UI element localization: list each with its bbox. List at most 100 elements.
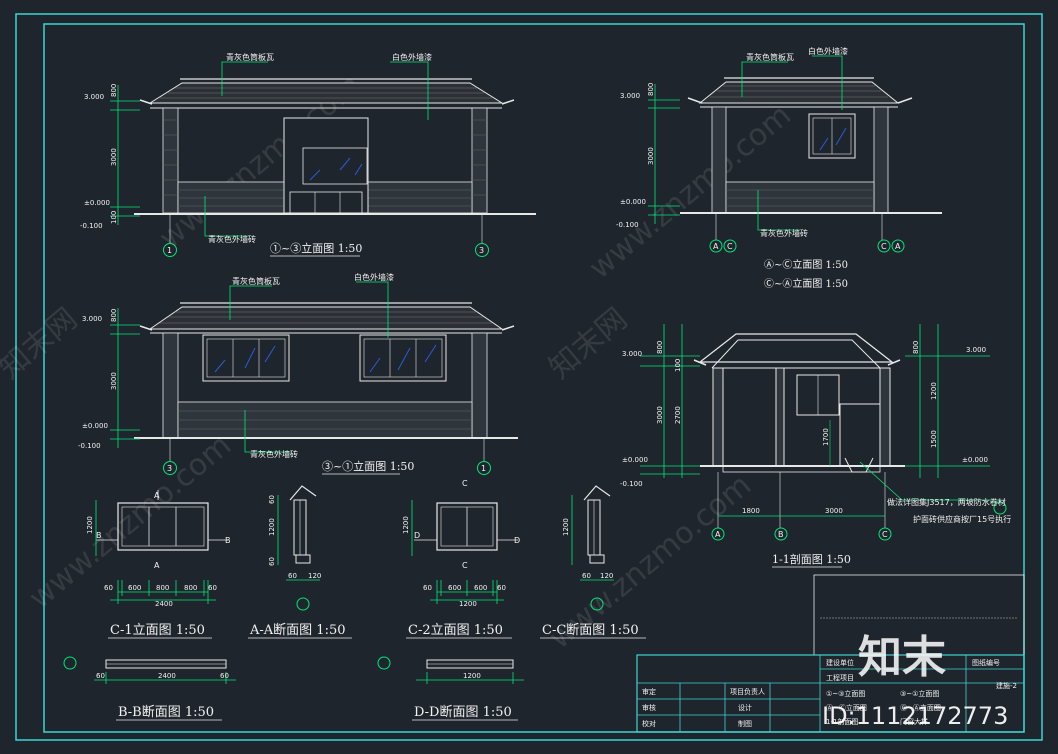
- dim-label: 60: [208, 584, 217, 592]
- dim-label: 1200: [402, 516, 410, 534]
- section-mark: A: [154, 491, 160, 500]
- dim-label: 60: [423, 584, 432, 592]
- dim-label: 800: [656, 341, 664, 354]
- level-label: 3.000: [82, 315, 102, 323]
- axis-label: B: [778, 530, 784, 539]
- dim-label: 600: [128, 584, 141, 592]
- level-label: -0.100: [616, 221, 639, 229]
- dim-label: 3000: [647, 147, 655, 165]
- tb-content: ①~③立面图: [826, 689, 865, 698]
- section-bb: 2400 60 60 B-B断面图 1:50: [63, 656, 236, 721]
- title-block: 审定 审核 校对 项目负责人 设计 制图 建设单位 工程项目 图纸编号 建施-2…: [636, 574, 1025, 733]
- tb-project-label: 工程项目: [826, 673, 854, 682]
- axis-label: 3: [479, 246, 484, 255]
- dim-label: 3000: [110, 372, 118, 390]
- tb-row-label: 校对: [642, 719, 656, 728]
- axis-label: 1: [481, 464, 486, 473]
- level-label: ±0.000: [620, 198, 646, 206]
- tb-content: Ⓒ~Ⓐ立面图: [900, 703, 941, 712]
- material-label: 青灰色筒板瓦: [232, 276, 280, 286]
- level-label: 3.000: [622, 350, 642, 358]
- dim-label: 60: [220, 672, 229, 680]
- section-mark: D: [514, 536, 520, 545]
- dim-label: 60: [288, 572, 297, 580]
- material-label: 白色外墙漆: [392, 52, 432, 62]
- level-label: ±0.000: [622, 456, 648, 464]
- dim-label: 1200: [86, 516, 94, 534]
- dim-label: 1200: [459, 600, 477, 608]
- dim-label: 800: [110, 309, 118, 322]
- dim-label: 1700: [822, 428, 830, 446]
- watermark-id: ID:1112172773: [822, 702, 1008, 730]
- dim-label: 1500: [930, 430, 938, 448]
- elevation-3-1: 3 1 3.000 ±0.000 -0.100 800 3000 青灰色筒板瓦 …: [78, 272, 518, 475]
- dim-label: 3000: [110, 148, 118, 166]
- elevation-a-c: A C C A 3.000 ±0.000 -0.100 800 3000 青灰色…: [616, 46, 942, 290]
- drawing-title: Ⓐ~Ⓒ立面图 1:50: [764, 258, 848, 271]
- level-label: 3.000: [966, 346, 986, 354]
- dim-label: 1200: [463, 672, 481, 680]
- tb-col-label: 制图: [738, 719, 752, 728]
- dim-label: 60: [104, 584, 113, 592]
- dim-label: 3000: [825, 507, 843, 515]
- level-label: -0.100: [80, 222, 103, 230]
- dim-label: 60: [268, 495, 276, 504]
- section-mark: B: [225, 536, 231, 545]
- section-1-1: 1800 3000 A B C 3.000 ±0.000 -0.100 800 …: [620, 324, 1011, 568]
- level-label: -0.100: [620, 480, 643, 488]
- outer-frame: [15, 13, 1043, 741]
- material-label: 青灰色外墙砖: [250, 449, 298, 459]
- tb-content: 1-1剖面图: [826, 717, 858, 726]
- drawing-title: A-A断面图 1:50: [249, 623, 346, 638]
- level-label: -0.100: [78, 442, 101, 450]
- axis-label: 3: [167, 464, 172, 473]
- tb-content: ③~①立面图: [900, 689, 939, 698]
- tb-content: Ⓐ~Ⓒ立面图: [826, 703, 867, 712]
- dim-label: 800: [912, 341, 920, 354]
- elevation-1-3: 1 3 3.000 ±0.000 -0.100 800 3000 100 青灰色…: [80, 52, 536, 257]
- axis-label: 1: [167, 246, 172, 255]
- section-mark: D: [414, 531, 420, 540]
- tb-drawing-no: 建施-2: [996, 681, 1017, 690]
- drawing-title: ③~①立面图 1:50: [322, 459, 414, 473]
- watermark-logo: 知末: [858, 632, 946, 683]
- dim-label: 600: [474, 584, 487, 592]
- axis-label: A: [895, 242, 901, 251]
- dim-label: 60: [96, 672, 105, 680]
- dim-label: 800: [647, 83, 655, 96]
- dim-label: 2400: [158, 672, 176, 680]
- axis-label: C: [727, 242, 733, 251]
- axis-label: A: [715, 530, 721, 539]
- dim-label: 100: [674, 359, 682, 372]
- material-label: 青灰色外墙砖: [760, 228, 808, 238]
- drawing-title: 1-1剖面图 1:50: [772, 552, 851, 566]
- section-note: 做法详图集J3517，两坡防水卷材: [887, 497, 1006, 507]
- section-mark: B: [96, 531, 102, 540]
- drawing-title: D-D断面图 1:50: [414, 705, 512, 720]
- dim-label: 800: [110, 84, 118, 97]
- section-aa: 1200 60 60 60 120 A-A断面图 1:50: [248, 485, 352, 639]
- level-label: ±0.000: [82, 422, 108, 430]
- section-mark: A: [154, 561, 160, 570]
- tb-drawing-no-label: 图纸编号: [972, 658, 1000, 667]
- drawing-title: Ⓒ~Ⓐ立面图 1:50: [764, 277, 848, 290]
- window-c1: B B A A 60 600 800 800 60 2400 1200 C-1立…: [86, 490, 231, 639]
- tb-col-label: 设计: [738, 703, 752, 712]
- material-label: 青灰色外墙砖: [208, 234, 256, 244]
- dim-label: 120: [308, 572, 321, 580]
- section-note: 护面砖供应商按厂15号执行: [913, 514, 1011, 524]
- material-label: 白色外墙漆: [808, 46, 848, 56]
- dim-label: 60: [582, 572, 591, 580]
- tb-content: 门窗大样: [900, 717, 928, 726]
- drawing-title: ①~③立面图 1:50: [270, 241, 362, 255]
- dim-label: 60: [268, 557, 276, 566]
- dim-label: 1200: [268, 518, 276, 536]
- dim-label: 2700: [674, 406, 682, 424]
- drawing-title: C-2立面图 1:50: [408, 623, 503, 638]
- section-mark: C: [462, 561, 468, 570]
- dim-label: 120: [600, 572, 613, 580]
- material-label: 青灰色筒板瓦: [226, 52, 274, 62]
- section-mark: C: [462, 479, 468, 488]
- level-label: 3.000: [84, 93, 104, 101]
